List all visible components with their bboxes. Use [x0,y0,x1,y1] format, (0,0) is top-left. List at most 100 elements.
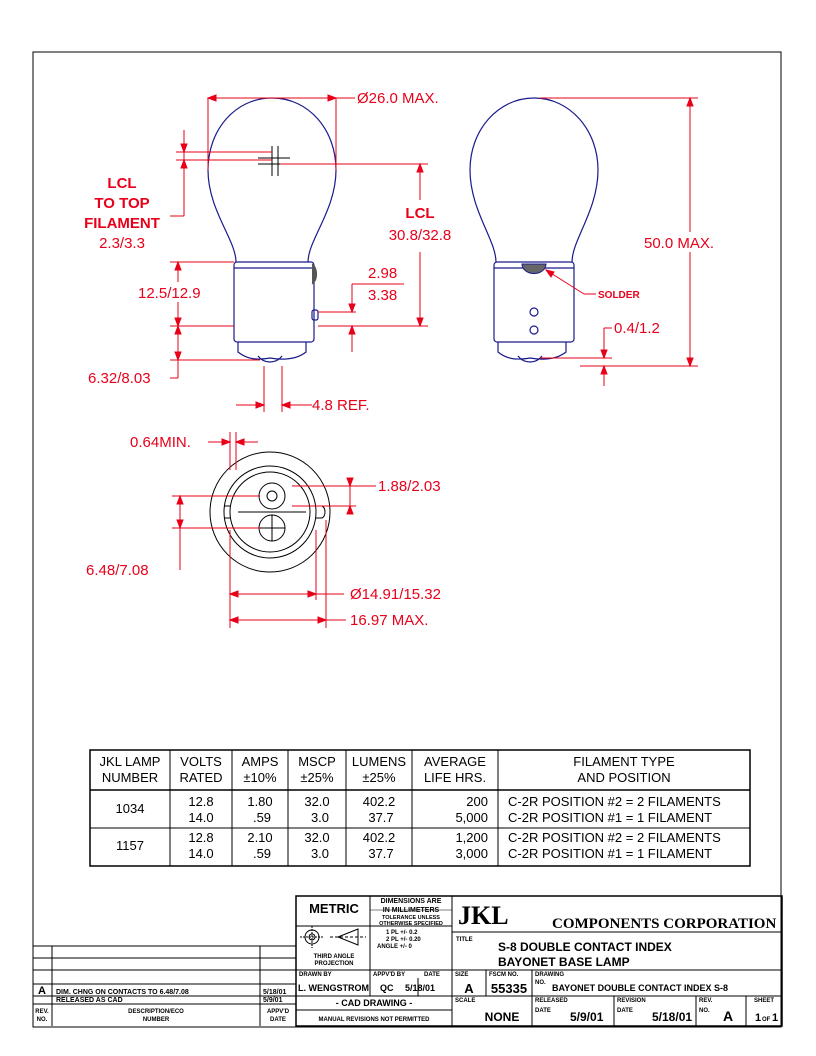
fscm-label: FSCM NO. [489,972,519,978]
cell-mscp: 32.0 [304,830,329,845]
cell-life: 3,000 [455,846,488,861]
filament-crosshair [258,146,290,176]
released-date: 5/9/01 [570,1010,604,1024]
date-header-2: DATE [270,1017,286,1023]
size-label: SIZE [455,972,468,978]
cell-lumens: 37.7 [368,810,393,825]
rev-header-1: REV. [35,1009,49,1015]
table-headers: JKL LAMP NUMBER VOLTS RATED AMPS ±10% MS… [100,754,675,785]
bayonet-pin-bottom [316,505,326,519]
cell-volts: 14.0 [188,846,213,861]
cell-lumens: 37.7 [368,846,393,861]
tolerance-1: TOLERANCE UNLESS [382,915,440,921]
cell-filament: C-2R POSITION #1 = 1 FILAMENT [508,810,712,825]
th-lamp-1: JKL LAMP [100,754,161,769]
side-view-lamp [207,97,337,363]
th-filament-1: FILAMENT TYPE [573,754,675,769]
cell-amps: .59 [253,846,271,861]
cell-number: 1034 [116,801,145,816]
scale-label: SCALE [455,998,475,1004]
sheet-total: 1 [772,1012,778,1024]
metric-label: METRIC [309,901,359,916]
appvd-by-label: APPV'D BY [373,972,405,978]
dim-pin-offset-top: 2.98 [368,265,397,282]
front-view-lamp [469,97,599,363]
released-label-1: RELEASED [535,998,568,1004]
tol-angle: ANGLE +/- 0 [377,944,413,950]
th-mscp-1: MSCP [298,754,336,769]
th-volts-2: RATED [179,770,222,785]
cell-volts: 12.8 [188,794,213,809]
revision-block: A DIM. CHNG ON CONTACTS TO 6.48/7.08 5/1… [35,985,289,1023]
released-label-2: DATE [535,1008,551,1014]
manual-revisions-label: MANUAL REVISIONS NOT PERMITTED [319,1017,431,1023]
drawn-by-label: DRAWN BY [299,972,332,978]
revision-label-1: REVISION [617,998,646,1004]
cell-number: 1157 [116,838,144,853]
company-logo: JKL [458,901,509,930]
th-lamp-2: NUMBER [102,770,158,785]
projection-1: THIRD ANGLE [314,954,355,960]
solder-mark [521,263,547,275]
tol-1pl: 1 PL +/- 0.2 [386,930,418,936]
th-lumens-2: ±25% [362,770,396,785]
company-name: COMPONENTS CORPORATION [552,916,776,932]
dim-overall-length: 50.0 MAX. [644,235,714,252]
rev-row-2-desc: RELEASED AS CAD [56,997,123,1004]
dimension-labels: Ø26.0 MAX. LCL TO TOP FILAMENT 2.3/3.3 L… [84,90,714,629]
fscm-value: 55335 [491,981,527,996]
th-filament-2: AND POSITION [577,770,670,785]
dims-are-1: DIMENSIONS ARE [381,898,442,905]
th-volts-1: VOLTS [180,754,222,769]
cell-life: 1,200 [455,830,488,845]
cell-mscp: 3.0 [311,846,329,861]
dim-lcl-top-4: 2.3/3.3 [99,235,145,252]
cell-mscp: 32.0 [304,794,329,809]
table-row-1157: 1157 12.8 14.0 2.10 .59 32.0 3.0 402.2 3… [116,830,721,861]
dim-contact-spacing: 4.8 REF. [312,397,370,414]
appvd-date: 5/18/01 [405,983,435,993]
desc-header-2: NUMBER [143,1017,170,1023]
rev-row-1-desc: DIM. CHNG ON CONTACTS TO 6.48/7.08 [56,989,189,996]
dim-contact-height: 6.32/8.03 [88,370,151,387]
bulb-outline-right [469,97,599,263]
bayonet-pin-left [311,309,319,321]
revision-date: 5/18/01 [652,1010,692,1024]
base-shell [223,465,317,559]
cell-amps: 2.10 [247,830,272,845]
th-life-2: LIFE HRS. [424,770,486,785]
cad-drawing-label: - CAD DRAWING - [336,998,413,1008]
size-value: A [464,981,474,996]
desc-header-1: DESCRIPTION/ECO [128,1009,184,1015]
dim-pin-offset-bottom: 3.38 [368,287,397,304]
title-label: TITLE [456,937,473,943]
rev-row-2-date: 5/9/01 [263,997,283,1004]
cell-lumens: 402.2 [363,794,396,809]
cell-life: 5,000 [455,810,488,825]
cell-volts: 12.8 [188,830,213,845]
dim-pin-height: 0.4/1.2 [614,320,660,337]
sheet-label: SHEET [754,998,774,1004]
insulator-inner [229,471,311,553]
dims-are-2: IN MILLIMETERS [383,907,440,914]
sheet-value: 1 [755,1012,761,1024]
dim-lcl-top-1: LCL [107,175,136,192]
front-view-dims [540,96,698,386]
cell-life: 200 [466,794,488,809]
th-amps-2: ±10% [243,770,277,785]
title-line-2: BAYONET BASE LAMP [498,955,630,969]
tol-2pl: 2 PL +/- 0.20 [386,937,421,943]
dim-base-length: 12.5/12.9 [138,285,201,302]
projection-2: PROJECTION [314,961,353,967]
contacts-right [497,342,567,360]
dim-lcl-top-3: FILAMENT [84,215,160,232]
drawing-no: BAYONET DOUBLE CONTACT INDEX S-8 [552,983,728,993]
rev-row-1-rev: A [38,985,46,997]
tolerance-2: OTHERWISE SPECIFIED [379,921,443,927]
contacts-left [237,342,307,360]
bottom-view-base [209,451,331,573]
base-left [233,261,315,343]
th-mscp-2: ±25% [300,770,334,785]
rev-label-2: NO. [699,1008,710,1014]
table-row-1034: 1034 12.8 14.0 1.80 .59 32.0 3.0 402.2 3… [116,794,722,825]
